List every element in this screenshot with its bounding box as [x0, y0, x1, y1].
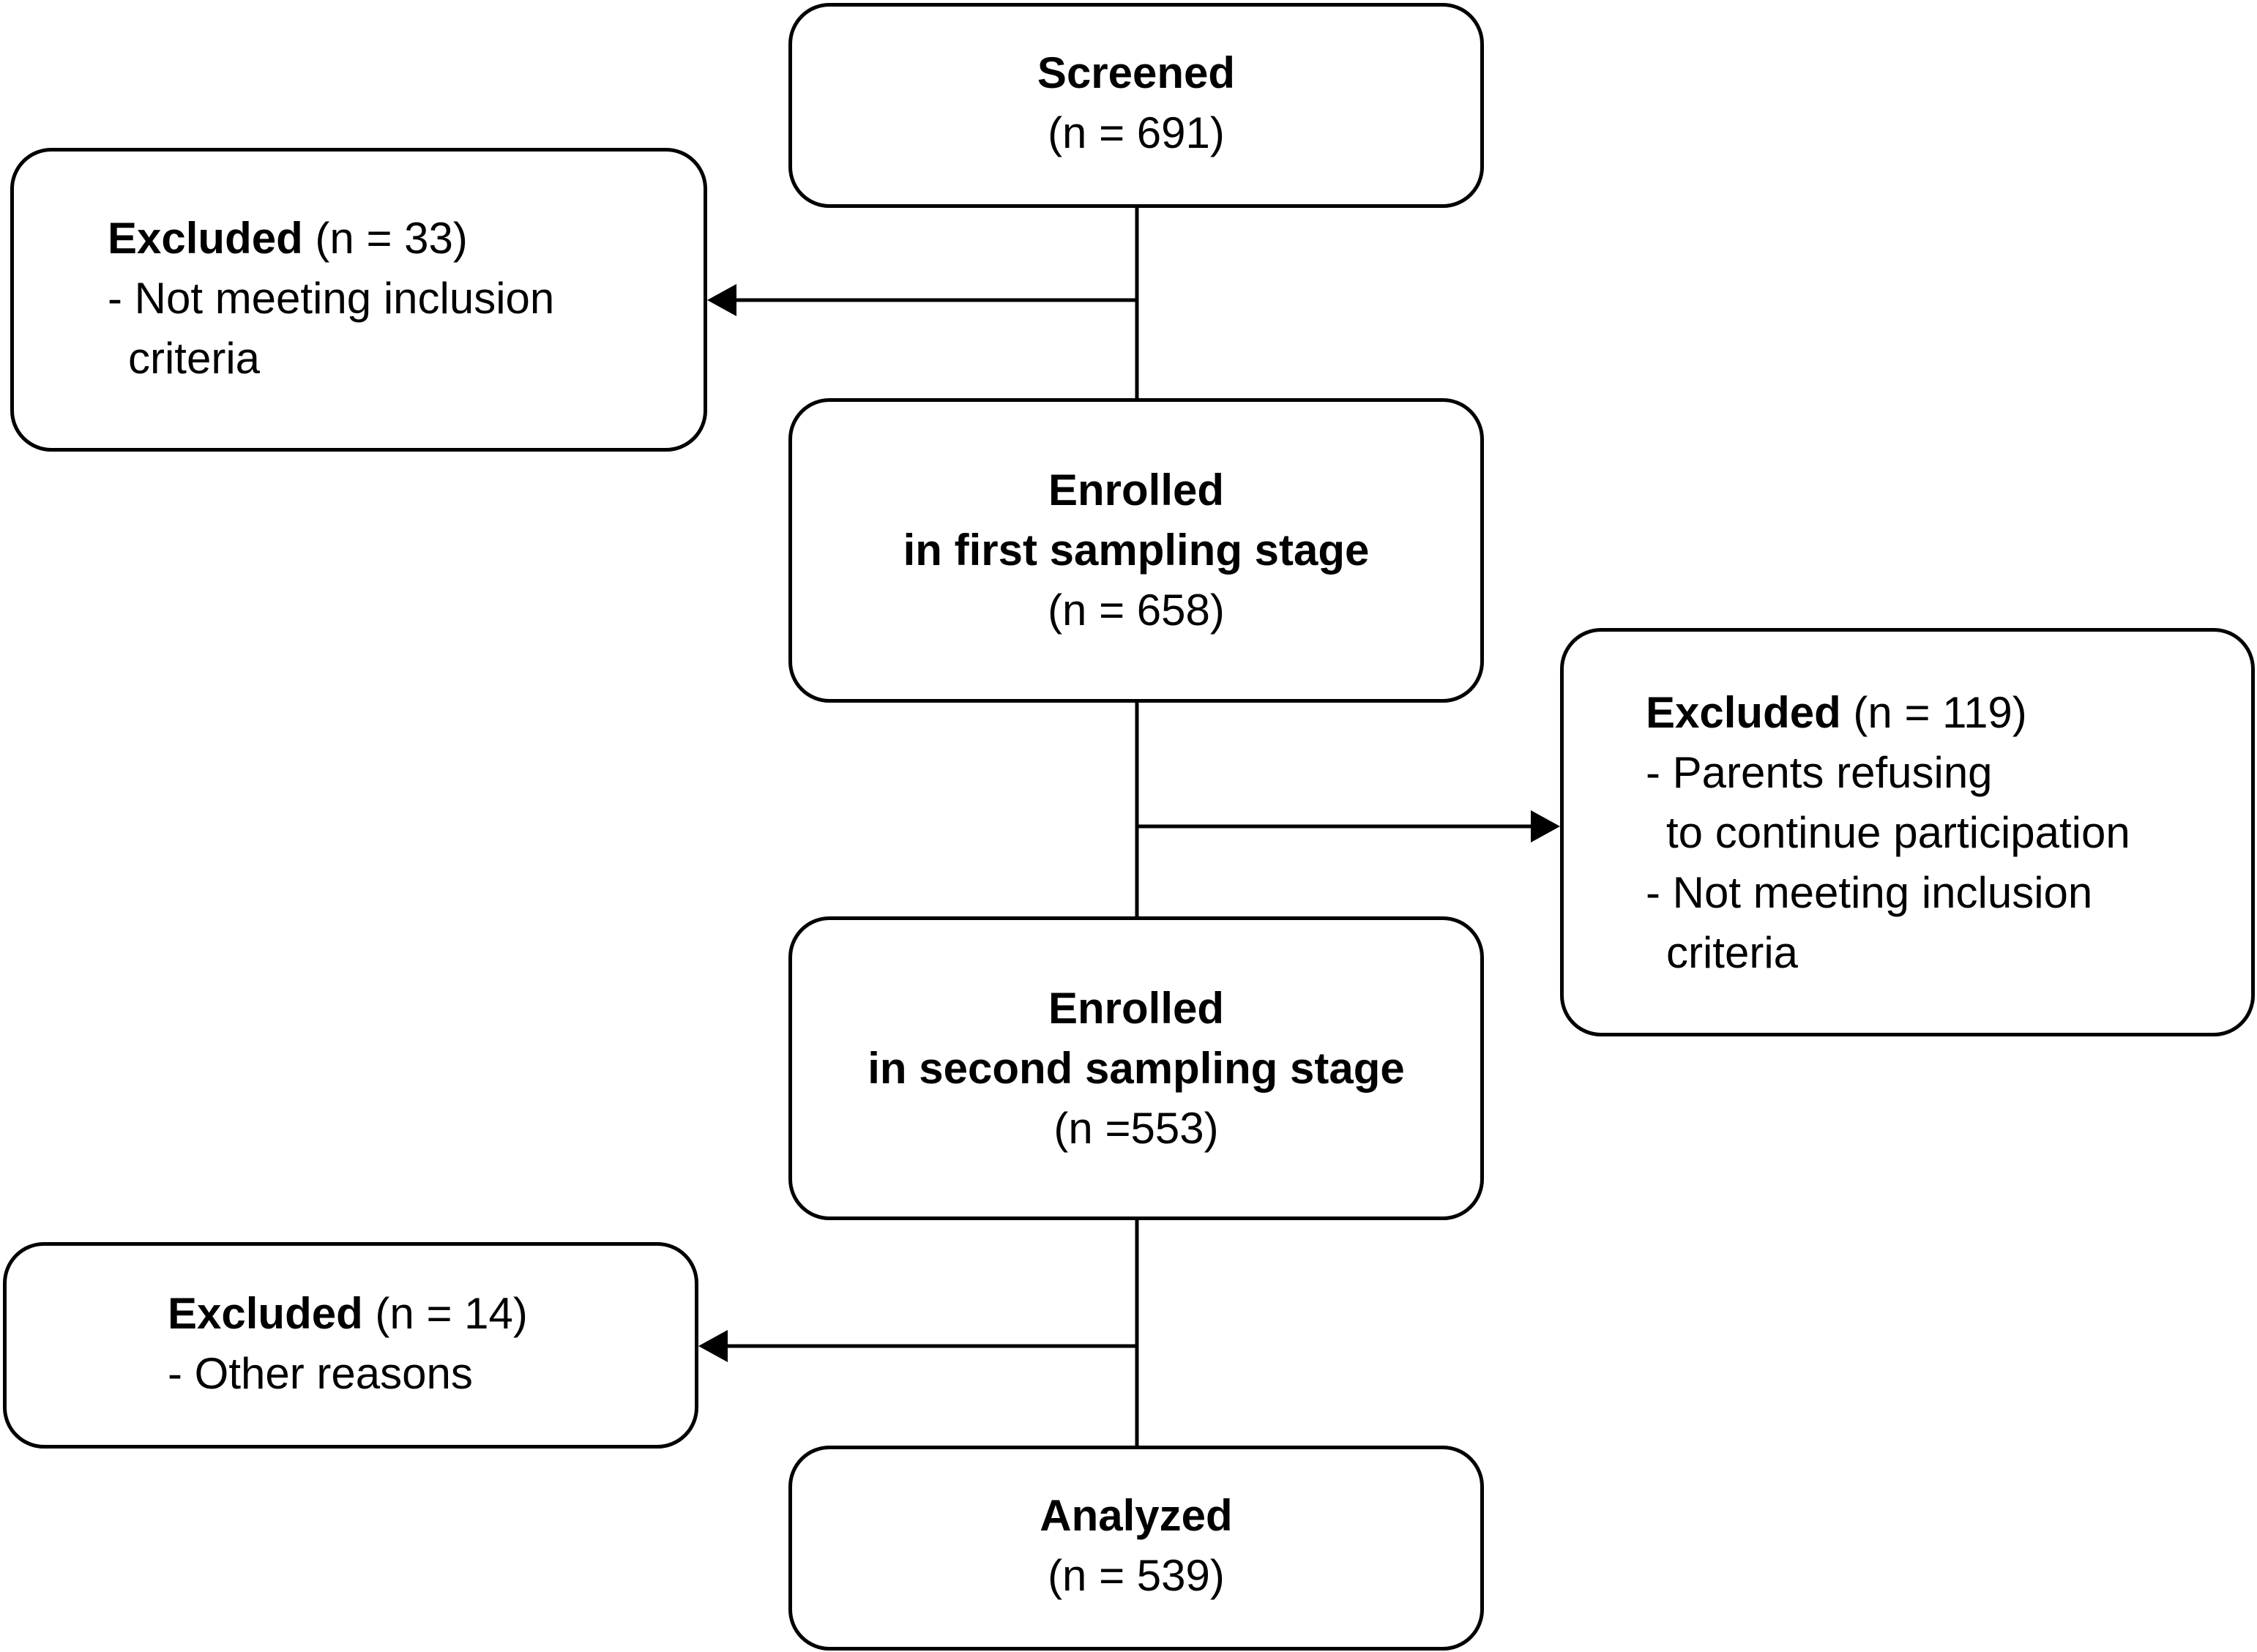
- excluded-2-reason-1-line-2: to continue participation: [1666, 808, 2130, 857]
- enrolled-second-count: (n =553): [1053, 1104, 1219, 1153]
- excluded-box-3: Excluded (n = 14) - Other reasons: [3, 1242, 698, 1449]
- excluded-box-1: Excluded (n = 33) - Not meeting inclusio…: [10, 148, 707, 452]
- screened-count: (n = 691): [1048, 108, 1225, 157]
- arrowhead-to-excluded-2: [1531, 810, 1560, 842]
- analyzed-box: Analyzed (n = 539): [788, 1446, 1484, 1651]
- excluded-2-title: Excluded: [1646, 688, 1841, 737]
- arrowhead-to-excluded-3: [698, 1330, 728, 1362]
- arrowhead-to-excluded-1: [707, 284, 736, 316]
- excluded-3-count: (n = 14): [362, 1289, 528, 1338]
- excluded-2-reason-1-line-1: - Parents refusing: [1646, 748, 1993, 797]
- enrolled-first-title-line-1: Enrolled: [1048, 466, 1225, 515]
- screened-box: Screened (n = 691): [788, 3, 1484, 208]
- excluded-1-reason-1-line-1: - Not meeting inclusion: [108, 274, 555, 323]
- enrolled-second-title-line-2: in second sampling stage: [868, 1044, 1405, 1093]
- analyzed-title: Analyzed: [1040, 1491, 1233, 1540]
- excluded-1-title: Excluded: [108, 214, 303, 263]
- excluded-2-reason-2-line-2: criteria: [1666, 928, 1799, 977]
- enrolled-first-stage-box: Enrolled in first sampling stage (n = 65…: [788, 398, 1484, 703]
- excluded-2-reason-2-line-1: - Not meeting inclusion: [1646, 868, 2093, 917]
- excluded-box-2: Excluded (n = 119) - Parents refusing to…: [1560, 628, 2255, 1036]
- excluded-1-reason-1-line-2: criteria: [128, 334, 261, 383]
- excluded-1-count: (n = 33): [302, 214, 468, 263]
- screened-title: Screened: [1037, 48, 1236, 97]
- enrolled-second-stage-box: Enrolled in second sampling stage (n =55…: [788, 916, 1484, 1220]
- enrolled-second-title-line-1: Enrolled: [1048, 984, 1225, 1033]
- enrolled-first-count: (n = 658): [1048, 586, 1225, 635]
- excluded-2-count: (n = 119): [1840, 688, 2027, 737]
- excluded-3-reason-1-line-1: - Other reasons: [168, 1349, 473, 1398]
- excluded-3-title: Excluded: [168, 1289, 363, 1338]
- analyzed-count: (n = 539): [1048, 1551, 1225, 1600]
- enrolled-first-title-line-2: in first sampling stage: [903, 526, 1370, 575]
